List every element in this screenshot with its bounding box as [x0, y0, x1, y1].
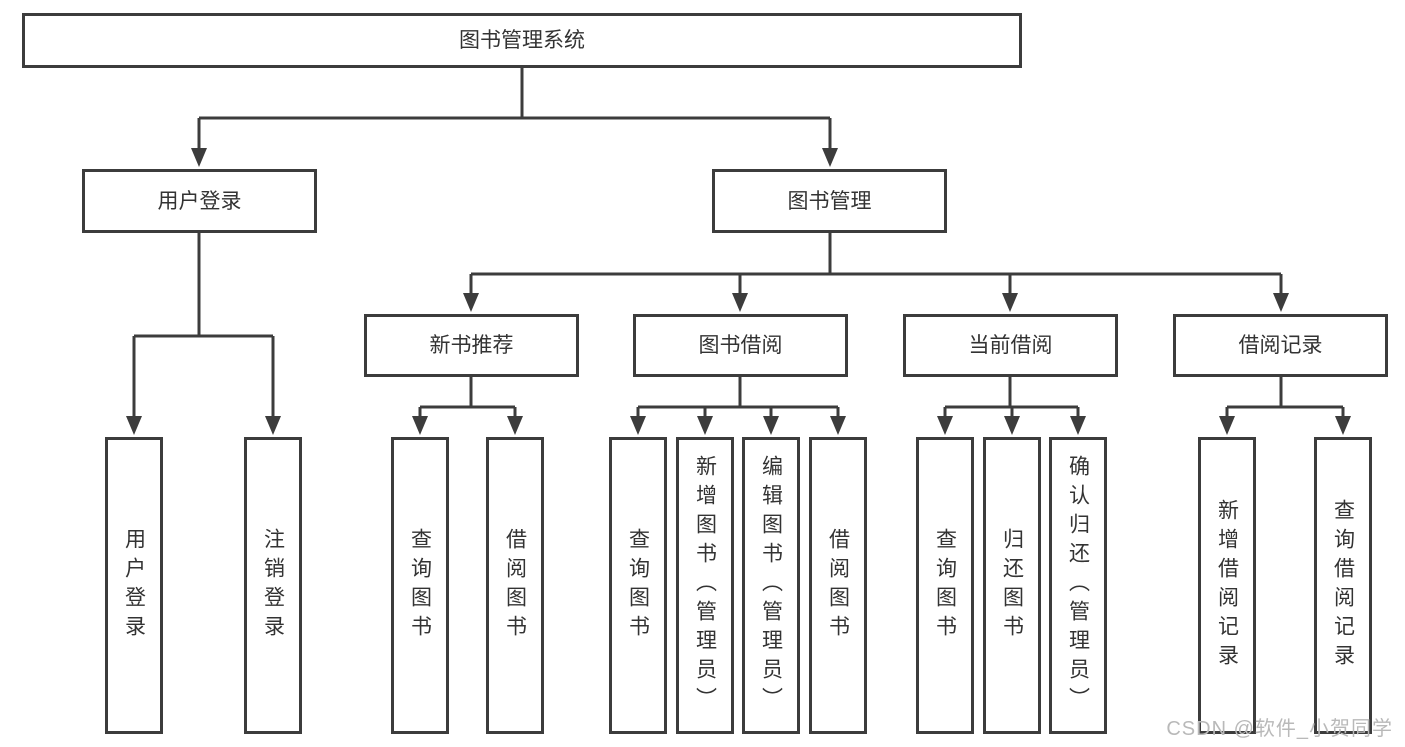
leaf-edit-books-admin: 编辑图书（管理员）	[742, 437, 800, 734]
node-label: 新增借阅记录	[1215, 498, 1239, 673]
leaf-logout: 注销登录	[244, 437, 302, 734]
leaf-return-books: 归还图书	[983, 437, 1041, 734]
arrowhead	[1273, 293, 1289, 312]
leaf-query-books-current: 查询图书	[916, 437, 974, 734]
node-label: 图书管理系统	[459, 29, 585, 52]
arrowhead	[265, 416, 281, 435]
leaf-user-login: 用户登录	[105, 437, 163, 734]
leaf-borrow-books-recommend: 借阅图书	[486, 437, 544, 734]
node-label: 确认归还（管理员）	[1066, 455, 1090, 716]
node-label: 查询图书	[626, 527, 650, 644]
node-label: 查询图书	[933, 527, 957, 644]
leaf-borrow-books: 借阅图书	[809, 437, 867, 734]
node-new-book-recommendation: 新书推荐	[364, 314, 579, 377]
node-user-login-branch: 用户登录	[82, 169, 317, 233]
arrowhead	[830, 416, 846, 435]
node-label: 编辑图书（管理员）	[759, 455, 783, 716]
node-label: 用户登录	[157, 189, 242, 213]
arrowhead	[1004, 416, 1020, 435]
arrowhead	[822, 148, 838, 167]
node-label: 归还图书	[1000, 527, 1024, 644]
connector-root-to-level2	[197, 68, 832, 152]
node-label: 图书管理	[787, 189, 872, 213]
arrowhead	[630, 416, 646, 435]
arrowhead	[697, 416, 713, 435]
node-borrowing-records: 借阅记录	[1173, 314, 1388, 377]
arrowheads	[126, 148, 1351, 435]
node-label: 新书推荐	[429, 334, 514, 357]
arrowhead	[763, 416, 779, 435]
node-library-management-system: 图书管理系统	[22, 13, 1022, 68]
arrowhead	[507, 416, 523, 435]
node-label: 用户登录	[122, 527, 146, 644]
arrowhead	[412, 416, 428, 435]
connector-user-login-children	[132, 233, 275, 420]
node-book-management-branch: 图书管理	[712, 169, 947, 233]
arrowhead	[937, 416, 953, 435]
arrowhead	[1002, 293, 1018, 312]
node-current-borrowing: 当前借阅	[903, 314, 1118, 377]
leaf-confirm-return-admin: 确认归还（管理员）	[1049, 437, 1107, 734]
arrowhead	[1335, 416, 1351, 435]
connector-book-mgmt-children	[469, 233, 1283, 297]
leaf-query-books-recommend: 查询图书	[391, 437, 449, 734]
arrowhead	[463, 293, 479, 312]
node-label: 注销登录	[261, 527, 285, 644]
leaf-add-books-admin: 新增图书（管理员）	[676, 437, 734, 734]
node-label: 图书借阅	[698, 334, 783, 357]
arrowhead	[126, 416, 142, 435]
watermark: CSDN @软件_小贺同学	[1166, 718, 1393, 740]
connector-book-borrow-children	[636, 377, 840, 420]
arrowhead	[1219, 416, 1235, 435]
connector-borrow-records-children	[1225, 377, 1345, 420]
connector-new-book-rec-children	[418, 377, 517, 420]
arrowhead	[191, 148, 207, 167]
node-label: 借阅记录	[1238, 334, 1323, 357]
node-label: 当前借阅	[968, 334, 1053, 357]
connector-current-borrow-children	[943, 377, 1080, 420]
leaf-add-borrow-record: 新增借阅记录	[1198, 437, 1256, 734]
node-label: 查询借阅记录	[1331, 498, 1355, 673]
node-label: 查询图书	[408, 527, 432, 644]
leaf-query-borrow-record: 查询借阅记录	[1314, 437, 1372, 734]
node-label: 借阅图书	[503, 527, 527, 644]
node-label: 新增图书（管理员）	[693, 455, 717, 716]
node-book-borrowing: 图书借阅	[633, 314, 848, 377]
arrowhead	[732, 293, 748, 312]
node-label: 借阅图书	[826, 527, 850, 644]
arrowhead	[1070, 416, 1086, 435]
leaf-query-books-borrow: 查询图书	[609, 437, 667, 734]
